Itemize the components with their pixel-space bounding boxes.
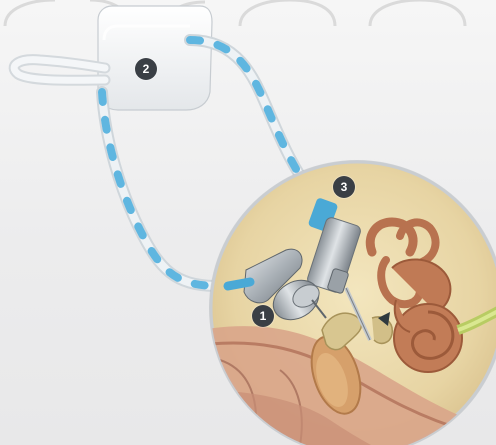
magnifier xyxy=(200,160,496,445)
callout-badge-device: 2 xyxy=(135,58,157,80)
callout-badge-implant: 1 xyxy=(252,305,274,327)
callout-badge-tube: 3 xyxy=(333,176,355,198)
external-device xyxy=(98,6,212,110)
tubing-left-loop xyxy=(14,60,105,81)
